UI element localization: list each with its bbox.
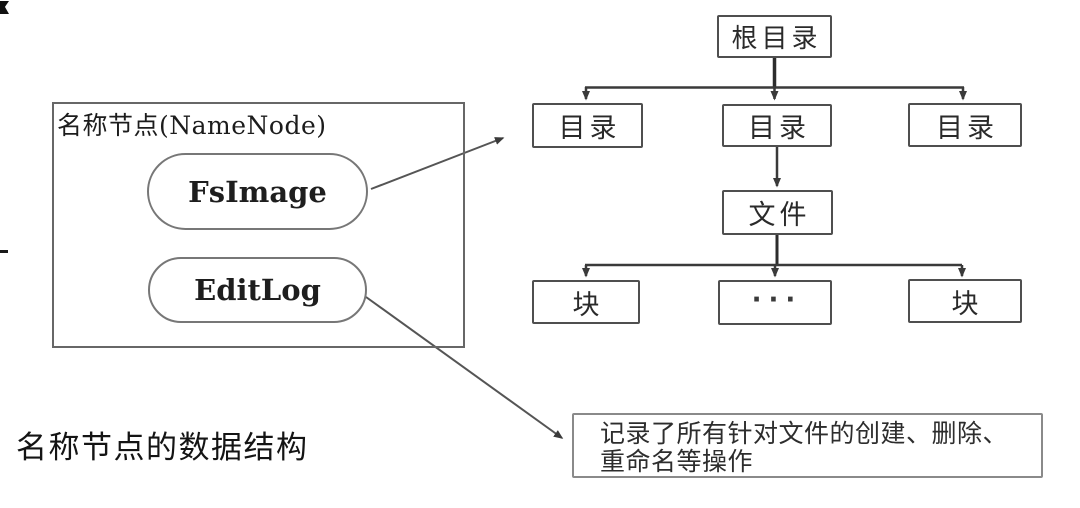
root-dir-node: 根目录: [717, 15, 832, 58]
root-dir-label: 根目录: [731, 24, 822, 54]
block-label: 块: [951, 288, 983, 320]
editlog-node: EditLog: [148, 257, 367, 323]
dir-node-mid: 目录: [722, 104, 832, 147]
block-label: 块: [572, 289, 604, 321]
fsimage-label: FsImage: [188, 174, 327, 209]
fsimage-node: FsImage: [147, 153, 368, 230]
ellipsis-label: ···: [751, 284, 803, 315]
note-box: 记录了所有针对文件的创建、删除、重命名等操作: [572, 413, 1043, 478]
namenode-title: 名称节点(NameNode): [57, 111, 327, 140]
dir-node-left: 目录: [532, 103, 643, 148]
file-node: 文件: [722, 190, 833, 235]
dir-label: 目录: [558, 113, 621, 144]
edge-artifact-dash: [0, 250, 8, 253]
dir-node-right: 目录: [908, 103, 1022, 147]
edge-artifact-corner: [0, 1, 9, 14]
note-text: 记录了所有针对文件的创建、删除、重命名等操作: [600, 419, 1009, 476]
namenode-box: [52, 102, 465, 348]
block-node-right: 块: [908, 279, 1022, 323]
dir-label: 目录: [936, 112, 998, 144]
diagram-caption: 名称节点的数据结构: [16, 430, 309, 466]
block-node-ellipsis: ···: [718, 280, 832, 325]
block-node-left: 块: [532, 280, 640, 324]
file-label: 文件: [748, 200, 811, 231]
editlog-label: EditLog: [194, 273, 321, 307]
dir-label: 目录: [748, 113, 810, 144]
